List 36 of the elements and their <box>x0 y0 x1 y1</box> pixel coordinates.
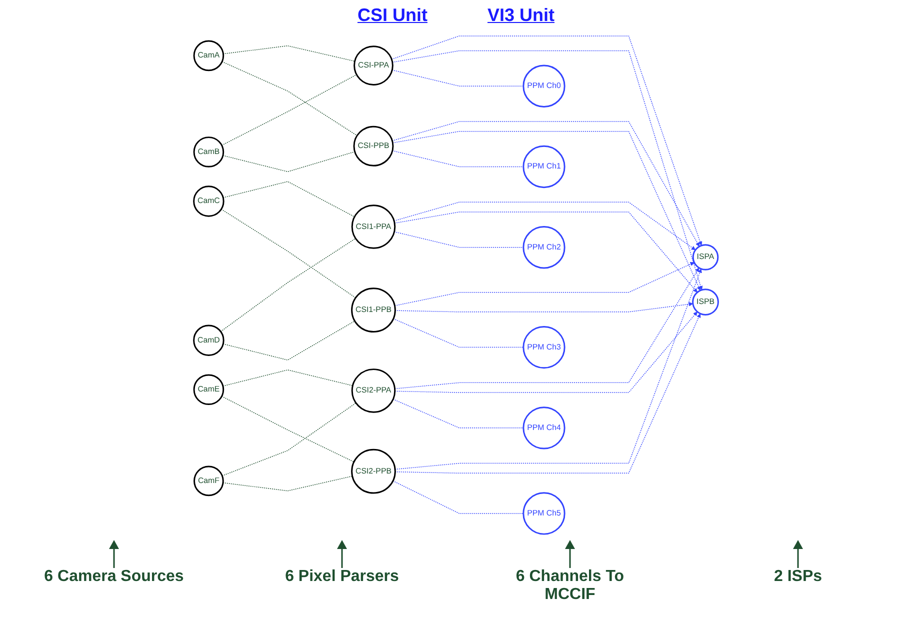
unit-heading: CSI Unit <box>357 4 428 26</box>
arrow <box>394 202 696 250</box>
connector <box>394 231 524 248</box>
connector <box>220 238 356 332</box>
arrow <box>394 262 694 306</box>
connector <box>222 181 355 218</box>
connector <box>222 151 356 172</box>
connector <box>393 318 524 348</box>
connector <box>392 480 524 514</box>
connector <box>221 74 357 146</box>
arrow <box>394 268 702 470</box>
arrow <box>394 212 698 293</box>
connector <box>392 70 524 86</box>
connector <box>392 398 524 428</box>
arrow <box>394 313 701 474</box>
arrow <box>392 50 703 290</box>
connector <box>222 320 356 360</box>
connector <box>392 150 524 168</box>
column-caption: 6 Channels To MCCIF <box>514 568 626 604</box>
connector <box>222 476 353 492</box>
arrow <box>391 36 702 246</box>
arrow <box>392 131 701 291</box>
arrow <box>394 302 694 312</box>
connector <box>221 396 354 462</box>
arrow <box>394 312 698 393</box>
column-caption: 2 ISPs <box>772 568 824 586</box>
unit-heading: VI3 Unit <box>487 4 554 26</box>
arrow <box>394 268 700 390</box>
connector <box>222 45 356 62</box>
connector <box>222 370 354 386</box>
connector <box>222 402 356 476</box>
connector <box>222 61 358 136</box>
column-caption: 6 Camera Sources <box>44 568 184 586</box>
connector <box>220 208 356 298</box>
column-caption: 6 Pixel Parsers <box>284 568 400 586</box>
arrow <box>392 121 700 247</box>
